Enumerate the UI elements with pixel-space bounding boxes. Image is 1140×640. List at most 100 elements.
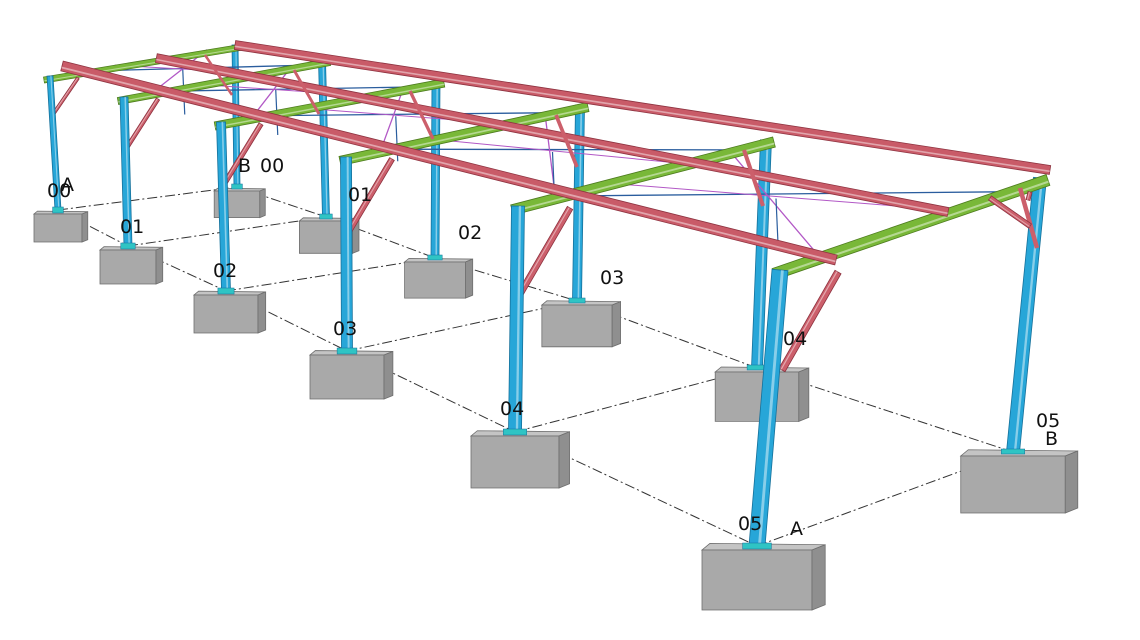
axis-label-a-start: A	[61, 174, 74, 196]
knee-brace-b	[292, 69, 321, 115]
roof-bracing	[380, 86, 405, 150]
ridge-beam-highlight	[155, 58, 948, 215]
footing-front	[309, 354, 385, 400]
axis-label-a-end: A	[790, 518, 803, 540]
grid-label-a: 04	[500, 398, 524, 420]
knee-brace-b	[203, 54, 234, 96]
footing-b	[403, 257, 474, 299]
frame-rafter-highlight	[774, 180, 1049, 277]
knee-brace-a-highlight	[780, 271, 838, 370]
axis-label-b-start: B	[238, 155, 251, 177]
roof-bracing	[427, 138, 680, 164]
footing-b	[540, 300, 621, 348]
knee-brace-a-highlight	[518, 207, 570, 294]
base-plate	[120, 242, 136, 250]
grid-line-cross	[756, 451, 1014, 547]
grid-label-a: 00	[47, 180, 71, 202]
grid-label-b: 01	[348, 184, 372, 206]
knee-brace-a	[778, 269, 842, 373]
footing-front	[470, 435, 560, 489]
grid-label-a: 03	[333, 318, 357, 340]
footing-side	[81, 211, 89, 243]
column-line-a-highlight	[124, 96, 130, 246]
roof-bracing	[253, 112, 545, 117]
knee-brace-end	[988, 195, 1032, 229]
eave-beam-b	[233, 40, 1052, 175]
base-plate	[427, 254, 443, 261]
base-plate	[319, 213, 333, 220]
footing-front	[99, 249, 157, 285]
footing-front	[33, 213, 83, 243]
knee-brace-b	[742, 149, 765, 207]
knee-brace-b	[1017, 187, 1040, 249]
base-plate	[568, 297, 586, 304]
footing-a	[700, 542, 826, 611]
eave-beam-a-highlight	[61, 66, 836, 263]
grid-line-a	[57, 209, 758, 547]
base-plate	[52, 206, 64, 214]
eave-beam-b-highlight	[234, 45, 1050, 173]
base-plate	[336, 347, 358, 355]
knee-brace-a-highlight	[51, 77, 79, 117]
vertical-tie	[775, 198, 779, 244]
grid-label-b: 00	[260, 155, 284, 177]
frame-rafter-highlight	[512, 142, 775, 213]
footing-front	[541, 304, 613, 348]
grid-line-cross	[127, 216, 327, 247]
roof-bracing	[381, 148, 729, 151]
footing-side	[155, 246, 164, 285]
footing-side	[798, 367, 810, 422]
footing-front	[714, 371, 800, 422]
column-line-b-highlight	[435, 81, 438, 259]
footing-side	[611, 301, 621, 348]
footings	[32, 187, 1079, 611]
knee-brace-a-highlight	[125, 98, 158, 149]
column-line-a-highlight	[221, 121, 229, 291]
roof-bracing	[555, 191, 1002, 197]
grid-line-cross	[225, 257, 436, 292]
grid-line-cross	[346, 300, 578, 352]
axis-label-b-end: B	[1045, 428, 1058, 450]
footing-front	[960, 455, 1066, 514]
base-plate	[742, 542, 772, 550]
knee-brace-b	[554, 114, 579, 168]
column-line-a-highlight	[50, 75, 60, 210]
front-members	[46, 60, 1033, 550]
grid-line-cross	[514, 367, 758, 433]
grid-label-a: 05	[738, 513, 762, 535]
column-line-a-highlight	[515, 206, 522, 433]
grid-label-b: 02	[458, 222, 482, 244]
grid-label-a: 02	[213, 260, 237, 282]
base-plate	[231, 183, 243, 190]
footing-front	[193, 294, 259, 334]
footing-side	[558, 431, 570, 489]
base-plate	[217, 287, 235, 295]
grid-label-a: 01	[120, 216, 144, 238]
footing-a	[469, 430, 570, 489]
knee-brace-end	[1025, 191, 1033, 201]
grid-line-cross	[57, 186, 238, 211]
column-line-a-highlight	[346, 156, 350, 351]
footing-side	[464, 258, 474, 299]
knee-brace-a-highlight	[221, 123, 261, 186]
column-line-a-highlight	[757, 270, 784, 547]
footing-side	[1064, 450, 1079, 514]
footing-a	[32, 210, 89, 243]
knee-brace-b	[408, 90, 435, 140]
frame-rafter-highlight	[215, 83, 445, 128]
footing-a	[192, 290, 267, 334]
grid-label-b: 04	[783, 328, 807, 350]
footing-a	[98, 246, 164, 285]
footing-side	[257, 291, 267, 334]
footing-a	[308, 350, 394, 400]
knee-brace-end-highlight	[1026, 191, 1030, 200]
footing-side	[383, 350, 394, 400]
base-plate	[503, 428, 527, 436]
ridge-beam	[155, 53, 950, 217]
base-plate	[1001, 448, 1025, 455]
grid-label-b: 05	[1036, 410, 1060, 432]
knee-brace-a-highlight	[346, 158, 392, 233]
footing-b	[959, 449, 1079, 514]
